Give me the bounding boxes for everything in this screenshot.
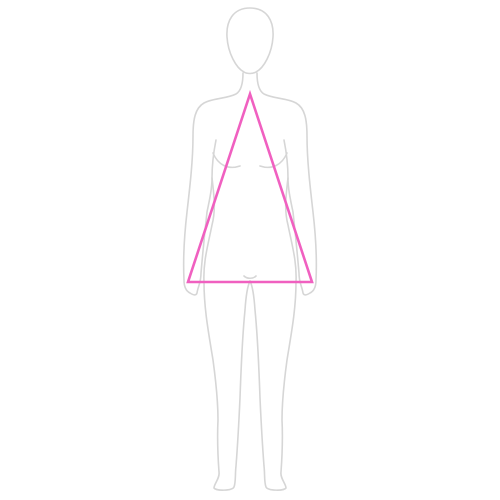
body-silhouette [182, 7, 318, 491]
body-outline-right [256, 72, 318, 296]
waist-outline-right [284, 177, 297, 283]
crotch-outline [243, 275, 257, 280]
waist-outline-left [203, 177, 216, 283]
leg-outline-right [249, 280, 297, 491]
leg-outline-left [203, 280, 251, 491]
body-shape-triangle [186, 89, 314, 284]
body-outline-left [182, 72, 244, 296]
bust-outline [212, 152, 288, 169]
head-outline [226, 7, 274, 75]
